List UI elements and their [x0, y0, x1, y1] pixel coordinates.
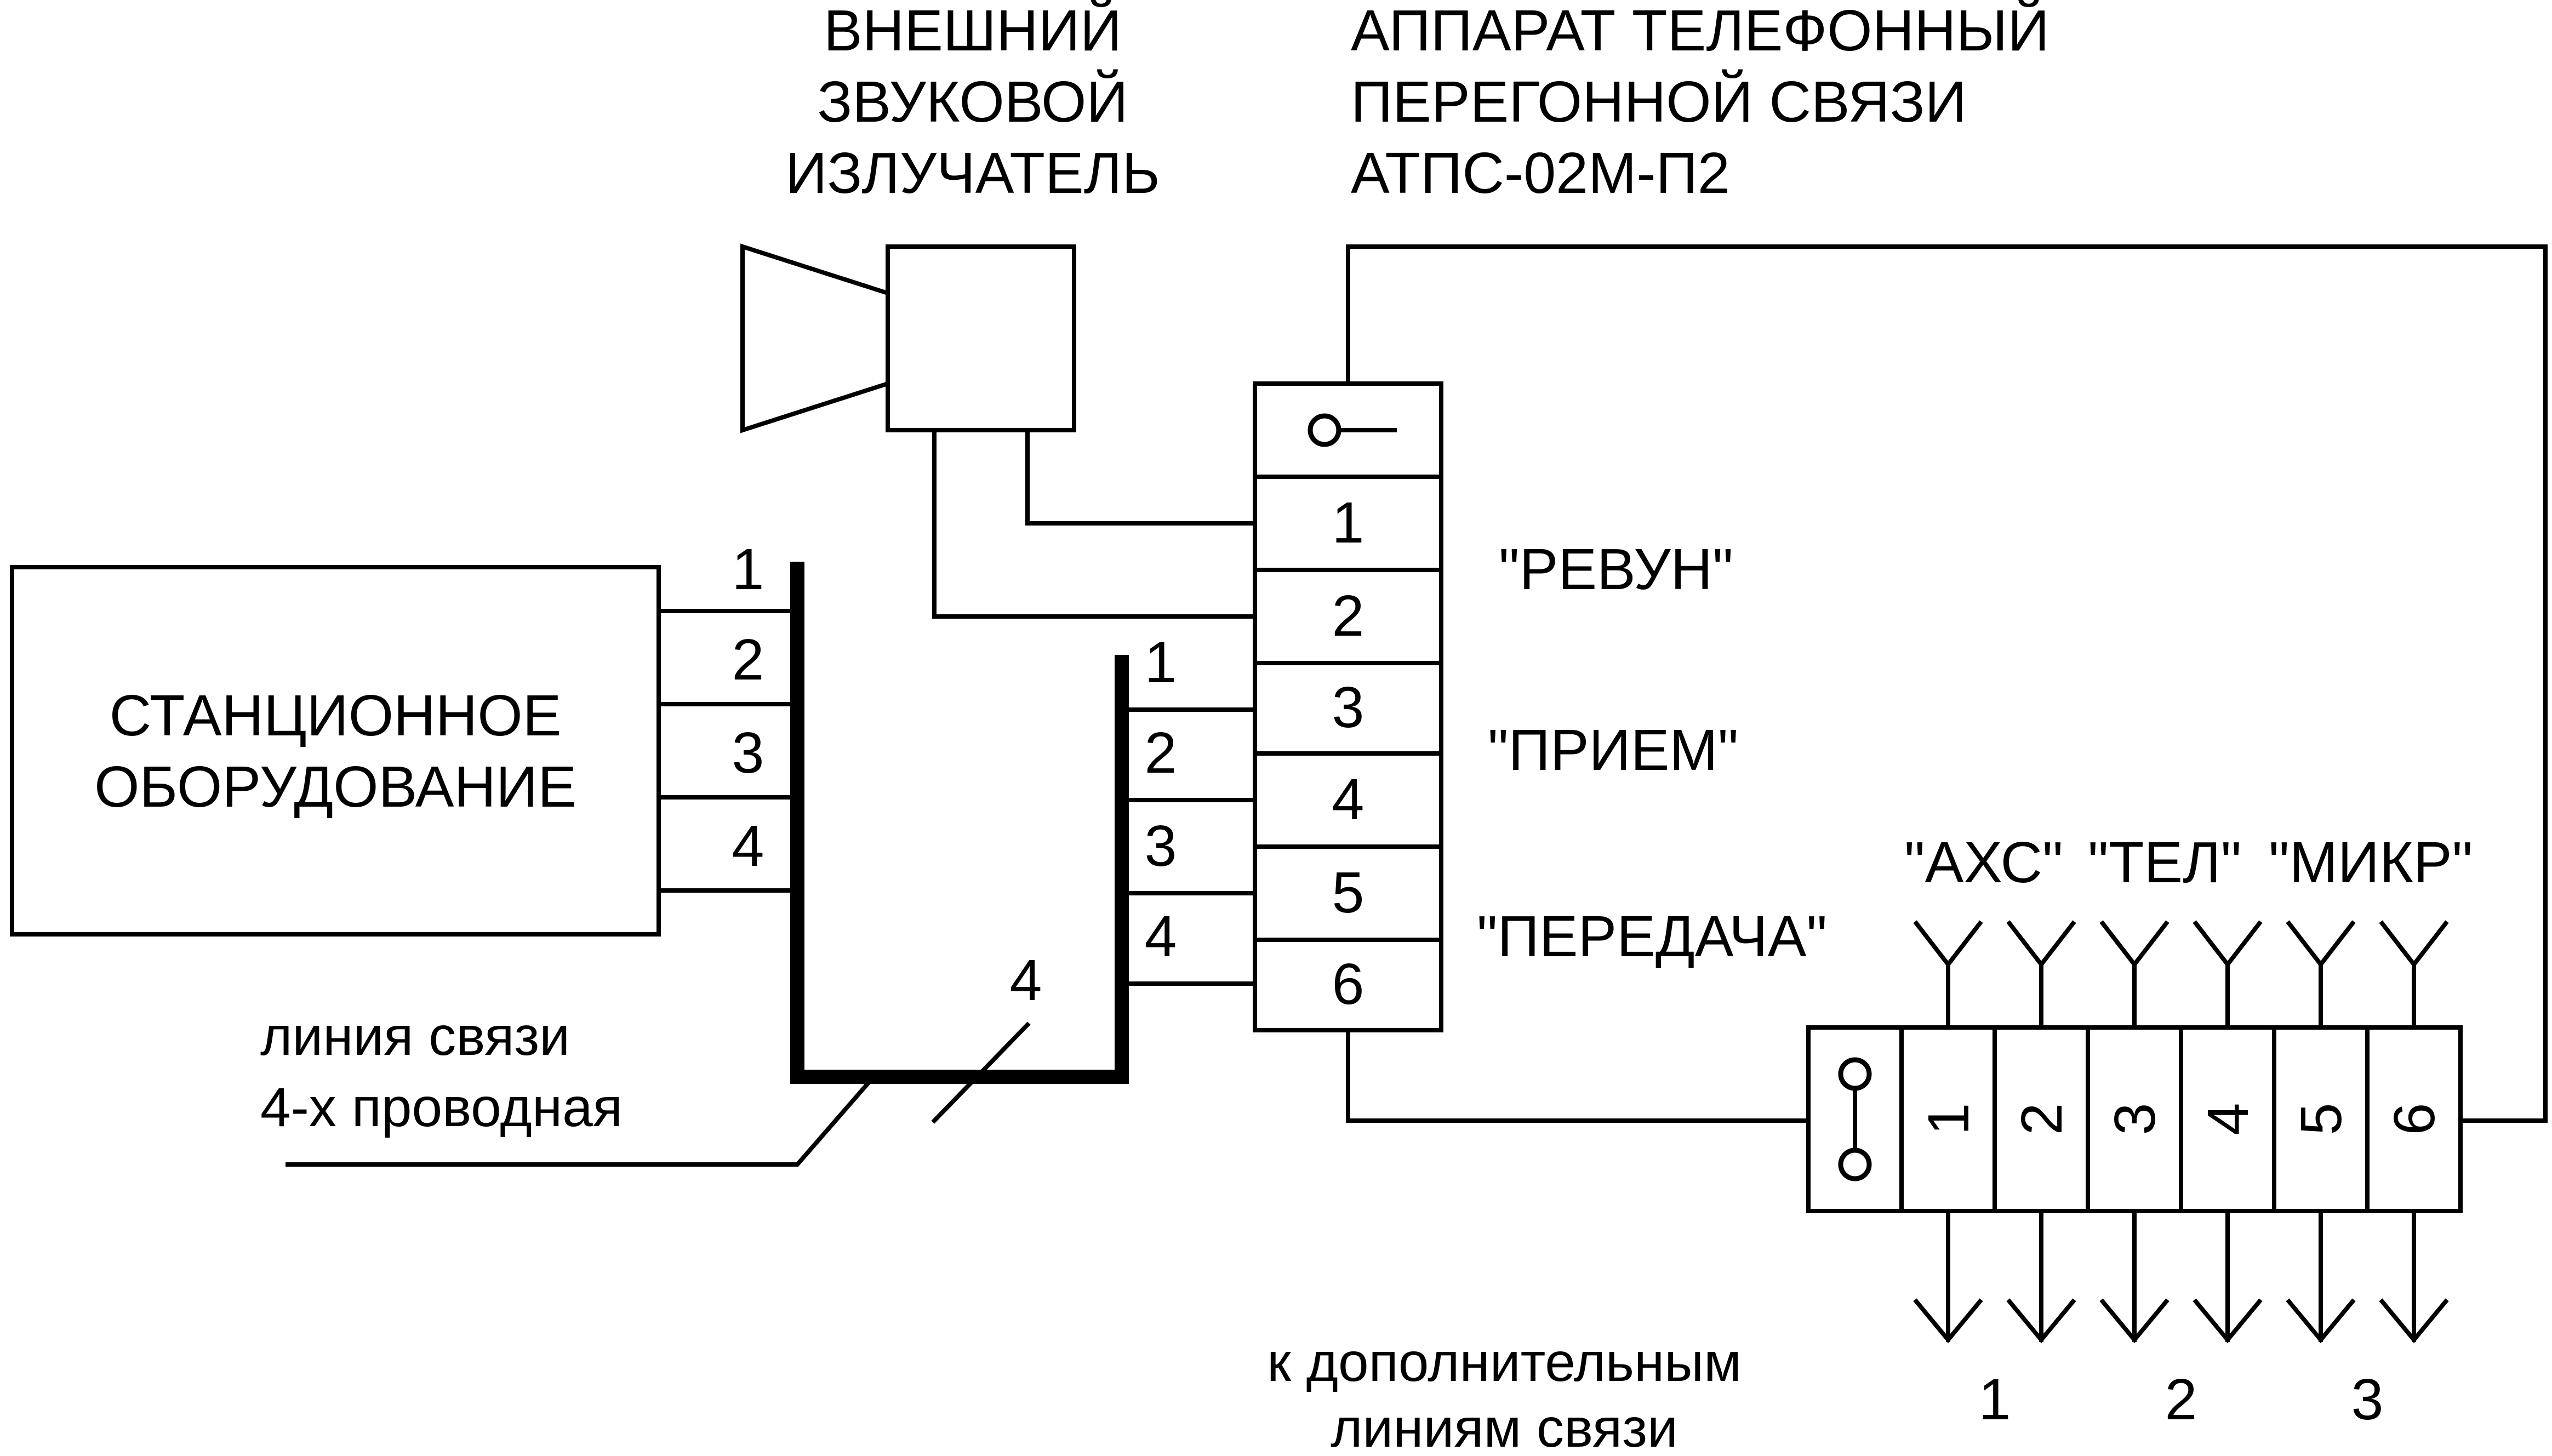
extension-terminal-1: 1: [1916, 1103, 1981, 1135]
emitter-title-line-2: ЗВУКОВОЙ: [817, 69, 1128, 134]
apparatus-terminal-1: 1: [1332, 490, 1365, 555]
ground-terminal-icon: [1308, 413, 1397, 447]
extension-caption-line-2: линиям связи: [1331, 1397, 1678, 1456]
output-3: 3: [2351, 1367, 2384, 1432]
emitter-wire-2: [932, 428, 1257, 619]
extension-caption-line-1: к дополнительным: [1267, 1332, 1742, 1393]
terminal-6-wire: [1346, 1028, 1811, 1123]
output-2: 2: [2165, 1367, 2197, 1432]
line-terminal-2: 2: [1145, 721, 1177, 785]
apparatus-terminal-5: 5: [1332, 860, 1365, 925]
apparatus-title-line-2: ПЕРЕГОННОЙ СВЯЗИ: [1351, 69, 1967, 134]
output-1: 1: [1979, 1367, 2011, 1432]
line-terminal-3: 3: [1145, 814, 1177, 878]
output-numbers: 1 2 3: [1979, 1367, 2384, 1432]
apparatus-title-line-1: АППАРАТ ТЕЛЕФОННЫЙ: [1351, 0, 2049, 63]
station-wires: [656, 609, 800, 893]
emitter-title-line-3: ИЗЛУЧАТЕЛЬ: [785, 141, 1160, 205]
wire-count-label: 4: [1010, 948, 1042, 1013]
line-label-line-1: линия связи: [260, 1006, 570, 1067]
antenna-icon: [1913, 920, 2449, 1030]
emitter-wire-1: [1025, 428, 1257, 526]
line-label-line-2: 4-х проводная: [260, 1077, 623, 1138]
station-label-line-1: СТАНЦИОННОЕ: [110, 683, 562, 748]
signal-label-peredacha: "ПЕРЕДАЧА": [1477, 904, 1827, 969]
line-label-leader: [286, 1076, 875, 1167]
emitter-cone: [740, 243, 890, 433]
apparatus-terminal-6: 6: [1332, 952, 1365, 1017]
apparatus-terminal-2: 2: [1332, 584, 1365, 648]
extension-terminal-numbers: 1 2 3 4 5 6: [1916, 1103, 2447, 1135]
apparatus-terminal-4: 4: [1332, 767, 1365, 832]
arrow-down-icon: [1913, 1209, 2449, 1344]
station-label-line-2: ОБОРУДОВАНИЕ: [94, 755, 576, 819]
apparatus-title: АППАРАТ ТЕЛЕФОННЫЙ ПЕРЕГОННОЙ СВЯЗИ АТПС…: [1351, 0, 2049, 205]
station-equipment-box: СТАНЦИОННОЕ ОБОРУДОВАНИЕ: [10, 565, 661, 937]
line-wires: [1120, 707, 1257, 986]
jack-label-axs: "АХС": [1904, 830, 2063, 895]
jack-label-tel: "ТЕЛ": [2088, 830, 2241, 895]
line-terminal-1: 1: [1145, 630, 1177, 695]
ground-loop-wire: [1346, 244, 2548, 1123]
station-wire-numbers: 1 2 3 4: [732, 537, 764, 878]
emitter-title-line-1: ВНЕШНИЙ: [824, 0, 1122, 63]
line-wire-numbers: 1 2 3 4: [1145, 630, 1177, 969]
apparatus-terminal-3: 3: [1332, 675, 1365, 740]
emitter-title: ВНЕШНИЙ ЗВУКОВОЙ ИЗЛУЧАТЕЛЬ: [785, 0, 1160, 205]
cable-bus: [790, 562, 1129, 1084]
jack-labels: "АХС" "ТЕЛ" "МИКР": [1904, 830, 2473, 895]
station-terminal-1: 1: [732, 537, 764, 602]
horn-icon: [740, 243, 1076, 433]
signal-label-priem: "ПРИЕМ": [1488, 718, 1738, 783]
extension-terminal-2: 2: [2009, 1103, 2074, 1135]
wire-count-slash: [931, 1021, 1031, 1124]
station-terminal-2: 2: [732, 627, 764, 692]
emitter-body: [886, 244, 1076, 432]
extension-terminal-5: 5: [2289, 1103, 2354, 1135]
line-terminal-4: 4: [1145, 904, 1177, 969]
station-terminal-3: 3: [732, 721, 764, 785]
signal-label-revun: "РЕВУН": [1499, 537, 1733, 602]
station-terminal-4: 4: [732, 814, 764, 878]
extension-caption: к дополнительным линиям связи: [1267, 1332, 1742, 1456]
jack-label-mikr: "МИКР": [2269, 830, 2473, 895]
extension-ground-icon: [1838, 1057, 1872, 1181]
extension-terminal-3: 3: [2103, 1103, 2167, 1135]
apparatus-title-line-3: АТПС-02М-П2: [1351, 141, 1730, 205]
apparatus-terminal-numbers: 1 2 3 4 5 6: [1332, 490, 1365, 1017]
extension-terminal-6: 6: [2382, 1103, 2447, 1135]
extension-terminal-4: 4: [2196, 1103, 2260, 1135]
